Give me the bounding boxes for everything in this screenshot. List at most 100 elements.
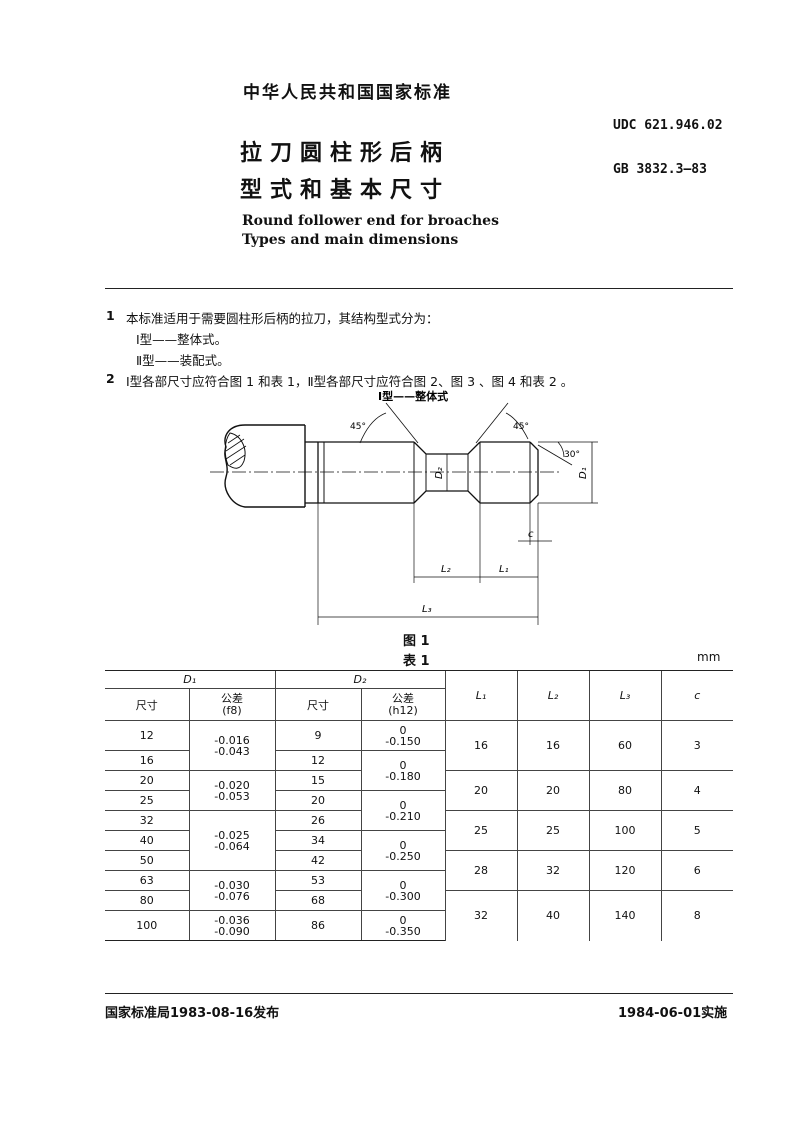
l1-cell: 25 [444,810,517,851]
angle-leader-end [537,444,573,466]
header-d1: D₁ [105,670,275,689]
d1-tolerance-cell: -0.025-0.064 [188,810,275,871]
d2-tolerance-cell: 0-0.150 [360,720,445,751]
d2-size-cell: 15 [274,770,361,791]
tolerance-f8: (f8) [222,703,242,717]
d1-size-cell: 20 [105,770,189,791]
header-d2-tolerance: 公差 (h12) [360,688,445,721]
d1-tolerance-cell: -0.036-0.090 [188,910,275,941]
angle-arc-end [557,441,565,458]
d2-tolerance-cell: 0-0.210 [360,790,445,831]
d2-size-cell: 34 [274,830,361,851]
d1-size-cell: 32 [105,810,189,831]
d1-size-cell: 25 [105,790,189,811]
c-label: c [528,529,534,540]
header-l3: L₃ [588,670,661,721]
l1-cell: 28 [444,850,517,891]
hatch-line [225,438,245,452]
title-cn-line2: 型式和基本尺寸 [240,178,451,203]
neck-top [413,441,481,455]
tolerance-label: 公差 [392,691,414,705]
header-d1-tolerance: 公差 (f8) [188,688,275,721]
header-d2-size: 尺寸 [274,688,361,721]
para1-type1: Ⅰ型——整体式。 [136,332,228,347]
para2-number: 2 [106,371,115,386]
d2-tolerance-cell: 0-0.250 [360,830,445,871]
end-chamfer [529,441,539,504]
d1-size-cell: 12 [105,720,189,751]
dimension-table: D₁ D₂ L₁ L₂ L₃ c 尺寸 公差 (f8) 尺寸 公差 (h12) … [105,670,733,941]
d1-label: D₁ [578,467,589,479]
issue-date: 国家标准局1983-08-16发布 [105,1006,280,1021]
angle-label-left: 45° [350,422,366,432]
d2-size-cell: 42 [274,850,361,871]
d2-size-cell: 20 [274,790,361,811]
angle-arc-right [505,412,529,440]
standard-org: 中华人民共和国国家标准 [243,83,452,103]
d2-size-cell: 53 [274,870,361,891]
para1-type2: Ⅱ型——装配式。 [136,353,230,368]
d1-size-cell: 16 [105,750,189,771]
header-rule [105,288,733,289]
l3-label: L₃ [422,604,432,615]
figure-caption: 图 1 [403,634,430,649]
angle-label-end: 30° [564,450,580,460]
l2-cell: 25 [516,810,589,851]
d1-size-cell: 50 [105,850,189,871]
l3-cell: 120 [588,850,661,891]
d2-size-cell: 9 [274,720,361,751]
d2-size-cell: 12 [274,750,361,771]
l2-cell: 20 [516,770,589,811]
c-cell: 3 [660,720,733,771]
udc-code: UDC 621.946.02 [613,118,723,133]
header-l2: L₂ [516,670,589,721]
c-cell: 4 [660,770,733,811]
l2-cell: 32 [516,850,589,891]
neck-bottom [413,490,481,504]
l3-cell: 60 [588,720,661,771]
angle-arc-left [359,412,387,444]
figure-title: Ⅰ型——整体式 [378,389,448,403]
header-c: c [660,670,733,721]
footer-rule [105,993,733,994]
d2-tolerance-cell: 0-0.300 [360,870,445,911]
d2-tolerance-cell: 0-0.180 [360,750,445,791]
header-l1: L₁ [444,670,517,721]
shaft-break-outline [224,424,305,508]
title-cn-line1: 拉刀圆柱形后柄 [240,141,451,166]
hatch-line [229,454,246,466]
l1-cell: 16 [444,720,517,771]
c-cell: 5 [660,810,733,851]
tolerance-label: 公差 [221,691,243,705]
l3-cell: 140 [588,890,661,941]
d1-size-cell: 80 [105,890,189,911]
l1-cell: 32 [444,890,517,941]
d2-label: D₂ [434,467,445,479]
d2-size-cell: 86 [274,910,361,941]
d1-size-cell: 100 [105,910,189,941]
hatch-line [227,434,241,444]
d1-size-cell: 63 [105,870,189,891]
l3-cell: 80 [588,770,661,811]
d2-size-cell: 26 [274,810,361,831]
title-en-line1: Round follower end for broaches [242,213,499,229]
effective-date: 1984-06-01实施 [618,1006,728,1021]
table-unit: mm [697,650,721,664]
d1-size-cell: 40 [105,830,189,851]
d1-tolerance-cell: -0.030-0.076 [188,870,275,911]
para2-text: Ⅰ型各部尺寸应符合图 1 和表 1，Ⅱ型各部尺寸应符合图 2、图 3 、图 4 … [126,374,574,389]
angle-leader-left [385,402,419,444]
c-cell: 8 [660,890,733,941]
l2-cell: 40 [516,890,589,941]
l2-cell: 16 [516,720,589,771]
l3-cell: 100 [588,810,661,851]
angle-label-right: 45° [513,422,529,432]
angle-leader-right [475,402,509,444]
d1-tolerance-cell: -0.016-0.043 [188,720,275,771]
d2-tolerance-cell: 0-0.350 [360,910,445,941]
c-cell: 6 [660,850,733,891]
figure-1-drawing: Ⅰ型——整体式 45° 45° 30° D₁ D₂ c L₂ [210,389,598,625]
hatch-line [225,445,247,460]
tolerance-h12: (h12) [388,703,418,717]
table-caption: 表 1 [403,654,430,669]
